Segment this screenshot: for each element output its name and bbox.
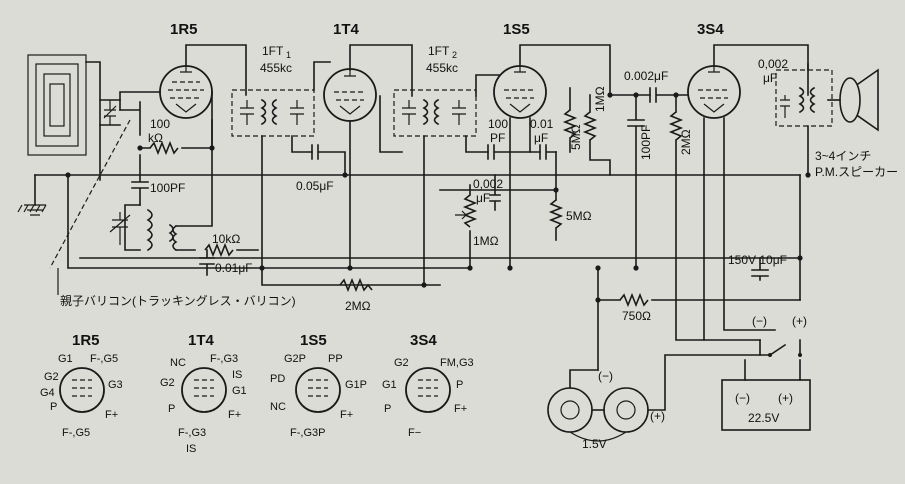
ift1-sub: 1 [286,50,291,60]
ift2 [393,89,477,137]
tube-3s4 [687,65,741,119]
c-100pf-det-value: 100 [488,117,508,131]
c-coupling-label: 0.002μF [624,69,668,83]
r-10k-label: 10kΩ [212,232,240,246]
a-batt-label: 1.5V [582,437,607,451]
svg-text:G1P: G1P [345,379,367,391]
svg-text:G2: G2 [44,371,59,383]
svg-text:IS: IS [232,369,242,381]
c-001-label: 0.01μF [215,261,253,275]
svg-text:G1: G1 [382,379,397,391]
r-5m-grid-label: 5MΩ [569,124,583,150]
svg-text:PP: PP [328,353,343,365]
c-001-det-value: 0.01 [530,117,554,131]
junction-dots [65,92,811,303]
pinout-1s5: 1S5 G2P PP PD G1P F+ F-,G3P NC [270,332,367,439]
svg-text:G1: G1 [58,353,73,365]
svg-text:F+: F+ [105,409,118,421]
tube-1r5 [159,65,213,119]
r-750-label: 750Ω [622,309,651,323]
c-vol-unit: μF [476,191,490,205]
a-battery [547,387,649,442]
pinout-3s4: 3S4 G2 FM,G3 P F+ F− P G1 [382,332,474,439]
r-1m-plate-label: 1MΩ [593,86,607,112]
ift1 [231,89,315,137]
svg-text:F-,G3P: F-,G3P [290,427,325,439]
svg-text:3S4: 3S4 [410,332,437,349]
b-batt-pos: (+) [778,391,793,405]
ift1-freq: 455kc [260,61,292,75]
svg-text:F-,G5: F-,G5 [62,427,90,439]
c-spk-value: 0,002 [758,57,788,71]
svg-text:G2: G2 [160,377,175,389]
r-2m-grid-label: 2MΩ [679,129,693,155]
svg-text:F-,G5: F-,G5 [90,353,118,365]
svg-text:NC: NC [170,357,186,369]
b-batt-neg: (−) [735,391,750,405]
ift2-name: 1FT [428,44,450,58]
tube-1t4-label: 1T4 [333,21,360,38]
c-100pf-out-label: 100PF [639,125,653,160]
svg-text:IS: IS [186,443,196,455]
tube-1s5 [493,65,547,119]
c-150v-label: 150V 10μF [728,253,787,267]
speaker-line2: P.M.スピーカー [815,165,898,179]
tube-1t4 [323,68,377,122]
c-spk-unit: μF [763,71,777,85]
pinout-1r5: 1R5 G1 F-,G5 G3 F+ F-,G5 P G4 G2 [40,332,123,439]
svg-text:FM,G3: FM,G3 [440,357,474,369]
svg-text:1S5: 1S5 [300,332,327,349]
switch-neg: (−) [752,314,767,328]
svg-text:P: P [168,403,175,415]
svg-text:G2P: G2P [284,353,306,365]
b-batt-label: 22.5V [748,411,779,425]
svg-text:1T4: 1T4 [188,332,215,349]
svg-text:F+: F+ [228,409,241,421]
svg-text:F-,G3: F-,G3 [210,353,238,365]
r-100k-unit: kΩ [148,131,163,145]
gang-cap-note: 親子バリコン(トラッキングレス・バリコン) [60,294,296,308]
speaker-line1: 3~4インチ [815,149,871,163]
r-vol-label: 1MΩ [473,234,499,248]
switch-pos: (+) [792,314,807,328]
svg-text:F-,G3: F-,G3 [178,427,206,439]
svg-text:G1: G1 [232,385,247,397]
speaker-symbol [827,68,879,132]
a-batt-neg: (−) [598,369,613,383]
svg-text:NC: NC [270,401,286,413]
r-5m-avc-label: 5MΩ [566,209,592,223]
svg-text:PD: PD [270,373,285,385]
svg-text:G4: G4 [40,387,55,399]
svg-text:1R5: 1R5 [72,332,100,349]
tube-1r5-label: 1R5 [170,21,198,38]
c-vol-value: 0,002 [473,177,503,191]
loop-antenna [27,54,101,181]
pinout-1t4: 1T4 NC F-,G3 IS G1 F+ F-,G3 IS P G2 [160,332,247,455]
svg-text:P: P [50,401,57,413]
r-2m-label: 2MΩ [345,299,371,313]
svg-text:P: P [456,379,463,391]
tube-1s5-label: 1S5 [503,21,530,38]
r-100k-value: 100 [150,117,170,131]
ift2-sub: 2 [452,50,457,60]
ground-symbol [17,174,801,216]
b-battery [721,379,811,431]
c-100pf-label: 100PF [150,181,185,195]
svg-text:F+: F+ [454,403,467,415]
svg-text:P: P [384,403,391,415]
svg-text:F−: F− [408,427,421,439]
ift1-name: 1FT [262,44,284,58]
a-batt-pos: (+) [650,409,665,423]
ift2-freq: 455kc [426,61,458,75]
svg-text:G2: G2 [394,357,409,369]
svg-text:F+: F+ [340,409,353,421]
c-005-label: 0.05μF [296,179,334,193]
c-001-det-unit: μF [534,131,548,145]
tube-3s4-label: 3S4 [697,21,724,38]
svg-text:G3: G3 [108,379,123,391]
c-100pf-det-unit: PF [490,131,505,145]
